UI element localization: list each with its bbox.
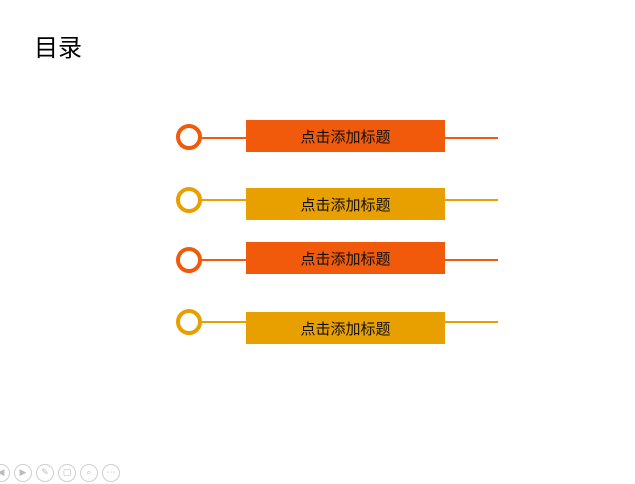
toc-title-button[interactable]: 点击添加标题 (246, 312, 445, 344)
tail-line (445, 259, 498, 261)
toc-title-label: 点击添加标题 (300, 127, 391, 146)
pen-glyph: ✎ (41, 467, 49, 478)
toc-title-label: 点击添加标题 (300, 249, 391, 268)
ring-icon (176, 247, 202, 273)
ring-icon (176, 124, 202, 150)
toc-title-button[interactable]: 点击添加标题 (246, 188, 445, 220)
toc-title-label: 点击添加标题 (300, 319, 391, 338)
connector-line (202, 137, 246, 139)
more-glyph: ⋯ (106, 467, 116, 478)
toc-item-4: 点击添加标题 (0, 306, 635, 346)
zoom-icon[interactable]: ⌕ (80, 464, 98, 482)
connector-line (202, 199, 246, 201)
slideshow-toolbar: ◀ ▶ ✎ ▢ ⌕ ⋯ (0, 464, 120, 484)
slides-glyph: ▢ (62, 467, 72, 478)
play-icon[interactable]: ▶ (14, 464, 32, 482)
toc-item-3: 点击添加标题 (0, 240, 635, 280)
toc-title-button[interactable]: 点击添加标题 (246, 242, 445, 274)
toc-item-2: 点击添加标题 (0, 182, 635, 222)
more-icon[interactable]: ⋯ (102, 464, 120, 482)
zoom-glyph: ⌕ (86, 467, 92, 478)
toc-item-1: 点击添加标题 (0, 118, 635, 158)
tail-line (445, 137, 498, 139)
previous-glyph: ◀ (0, 467, 5, 478)
slides-icon[interactable]: ▢ (58, 464, 76, 482)
ring-icon (176, 187, 202, 213)
connector-line (202, 321, 246, 323)
toc-title-label: 点击添加标题 (300, 195, 391, 214)
toc-title-button[interactable]: 点击添加标题 (246, 120, 445, 152)
slide-title: 目录 (34, 34, 82, 62)
tail-line (445, 321, 498, 323)
pen-icon[interactable]: ✎ (36, 464, 54, 482)
previous-icon[interactable]: ◀ (0, 464, 10, 482)
ring-icon (176, 309, 202, 335)
connector-line (202, 259, 246, 261)
tail-line (445, 199, 498, 201)
play-glyph: ▶ (19, 467, 27, 478)
